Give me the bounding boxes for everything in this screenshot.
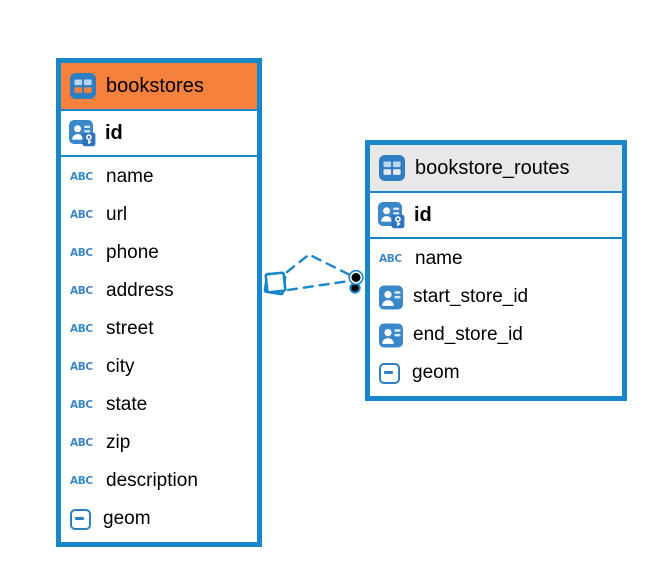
- relationship-line-2[interactable]: [286, 279, 351, 292]
- column-name: address: [106, 280, 174, 301]
- column-name: start_store_id: [413, 286, 529, 307]
- column-row-city[interactable]: ABC city: [61, 348, 257, 386]
- text-type-icon: ABC: [70, 437, 93, 449]
- column-row-zip[interactable]: ABC zip: [61, 424, 257, 462]
- primary-key-icon: [378, 201, 405, 229]
- text-type-icon: ABC: [70, 285, 93, 297]
- table-bookstore-routes[interactable]: bookstore_routes id ABC name: [365, 140, 627, 401]
- table-header-bookstore-routes[interactable]: bookstore_routes: [370, 145, 622, 193]
- column-name: phone: [106, 242, 159, 263]
- column-row-address[interactable]: ABC address: [61, 272, 257, 310]
- column-row-start-store-id[interactable]: start_store_id: [370, 278, 622, 316]
- column-name: geom: [103, 508, 151, 529]
- column-name: city: [106, 356, 135, 377]
- text-type-icon: ABC: [70, 171, 93, 183]
- relationship-source-marker[interactable]: [263, 271, 287, 296]
- text-type-icon: ABC: [70, 209, 93, 221]
- column-name: id: [105, 121, 123, 144]
- text-type-icon: ABC: [379, 253, 402, 265]
- table-bookstores[interactable]: bookstores id ABC name: [56, 58, 262, 547]
- table-icon: [379, 155, 405, 181]
- text-type-icon: ABC: [70, 247, 93, 259]
- column-name: geom: [412, 362, 460, 383]
- column-name: name: [415, 248, 463, 269]
- column-name: description: [106, 470, 198, 491]
- foreign-key-icon: [379, 323, 404, 348]
- column-row-url[interactable]: ABC url: [61, 196, 257, 234]
- column-row-id[interactable]: id: [370, 193, 622, 239]
- column-list: ABC name ABC url ABC phone ABC address A…: [61, 157, 257, 542]
- column-row-end-store-id[interactable]: end_store_id: [370, 316, 622, 354]
- relationship-line-1[interactable]: [285, 253, 354, 278]
- column-row-name[interactable]: ABC name: [370, 240, 622, 278]
- geometry-type-icon: [379, 362, 400, 384]
- table-header-bookstores[interactable]: bookstores: [61, 63, 257, 111]
- relationship-dashed-lines[interactable]: [285, 253, 354, 292]
- primary-key-icon: [69, 119, 96, 147]
- text-type-icon: ABC: [70, 475, 93, 487]
- column-row-geom[interactable]: geom: [61, 500, 257, 538]
- column-list: ABC name start_store_id: [370, 239, 622, 396]
- column-name: state: [106, 394, 148, 415]
- column-row-name[interactable]: ABC name: [61, 158, 257, 196]
- column-name: url: [106, 204, 128, 225]
- column-name: id: [414, 203, 432, 226]
- column-row-state[interactable]: ABC state: [61, 386, 257, 424]
- text-type-icon: ABC: [70, 323, 93, 335]
- text-type-icon: ABC: [70, 399, 93, 411]
- column-name: end_store_id: [413, 324, 523, 345]
- column-row-phone[interactable]: ABC phone: [61, 234, 257, 272]
- column-name: name: [106, 166, 154, 187]
- column-row-street[interactable]: ABC street: [61, 310, 257, 348]
- column-name: zip: [106, 432, 131, 453]
- table-name: bookstore_routes: [415, 156, 570, 179]
- column-row-description[interactable]: ABC description: [61, 462, 257, 500]
- text-type-icon: ABC: [70, 361, 93, 373]
- column-row-geom[interactable]: geom: [370, 354, 622, 392]
- table-icon: [70, 73, 96, 99]
- relationship-target-marker[interactable]: [348, 269, 364, 294]
- column-name: street: [106, 318, 154, 339]
- column-row-id[interactable]: id: [61, 111, 257, 157]
- table-name: bookstores: [106, 74, 204, 97]
- geometry-type-icon: [70, 508, 91, 530]
- foreign-key-icon: [379, 285, 404, 310]
